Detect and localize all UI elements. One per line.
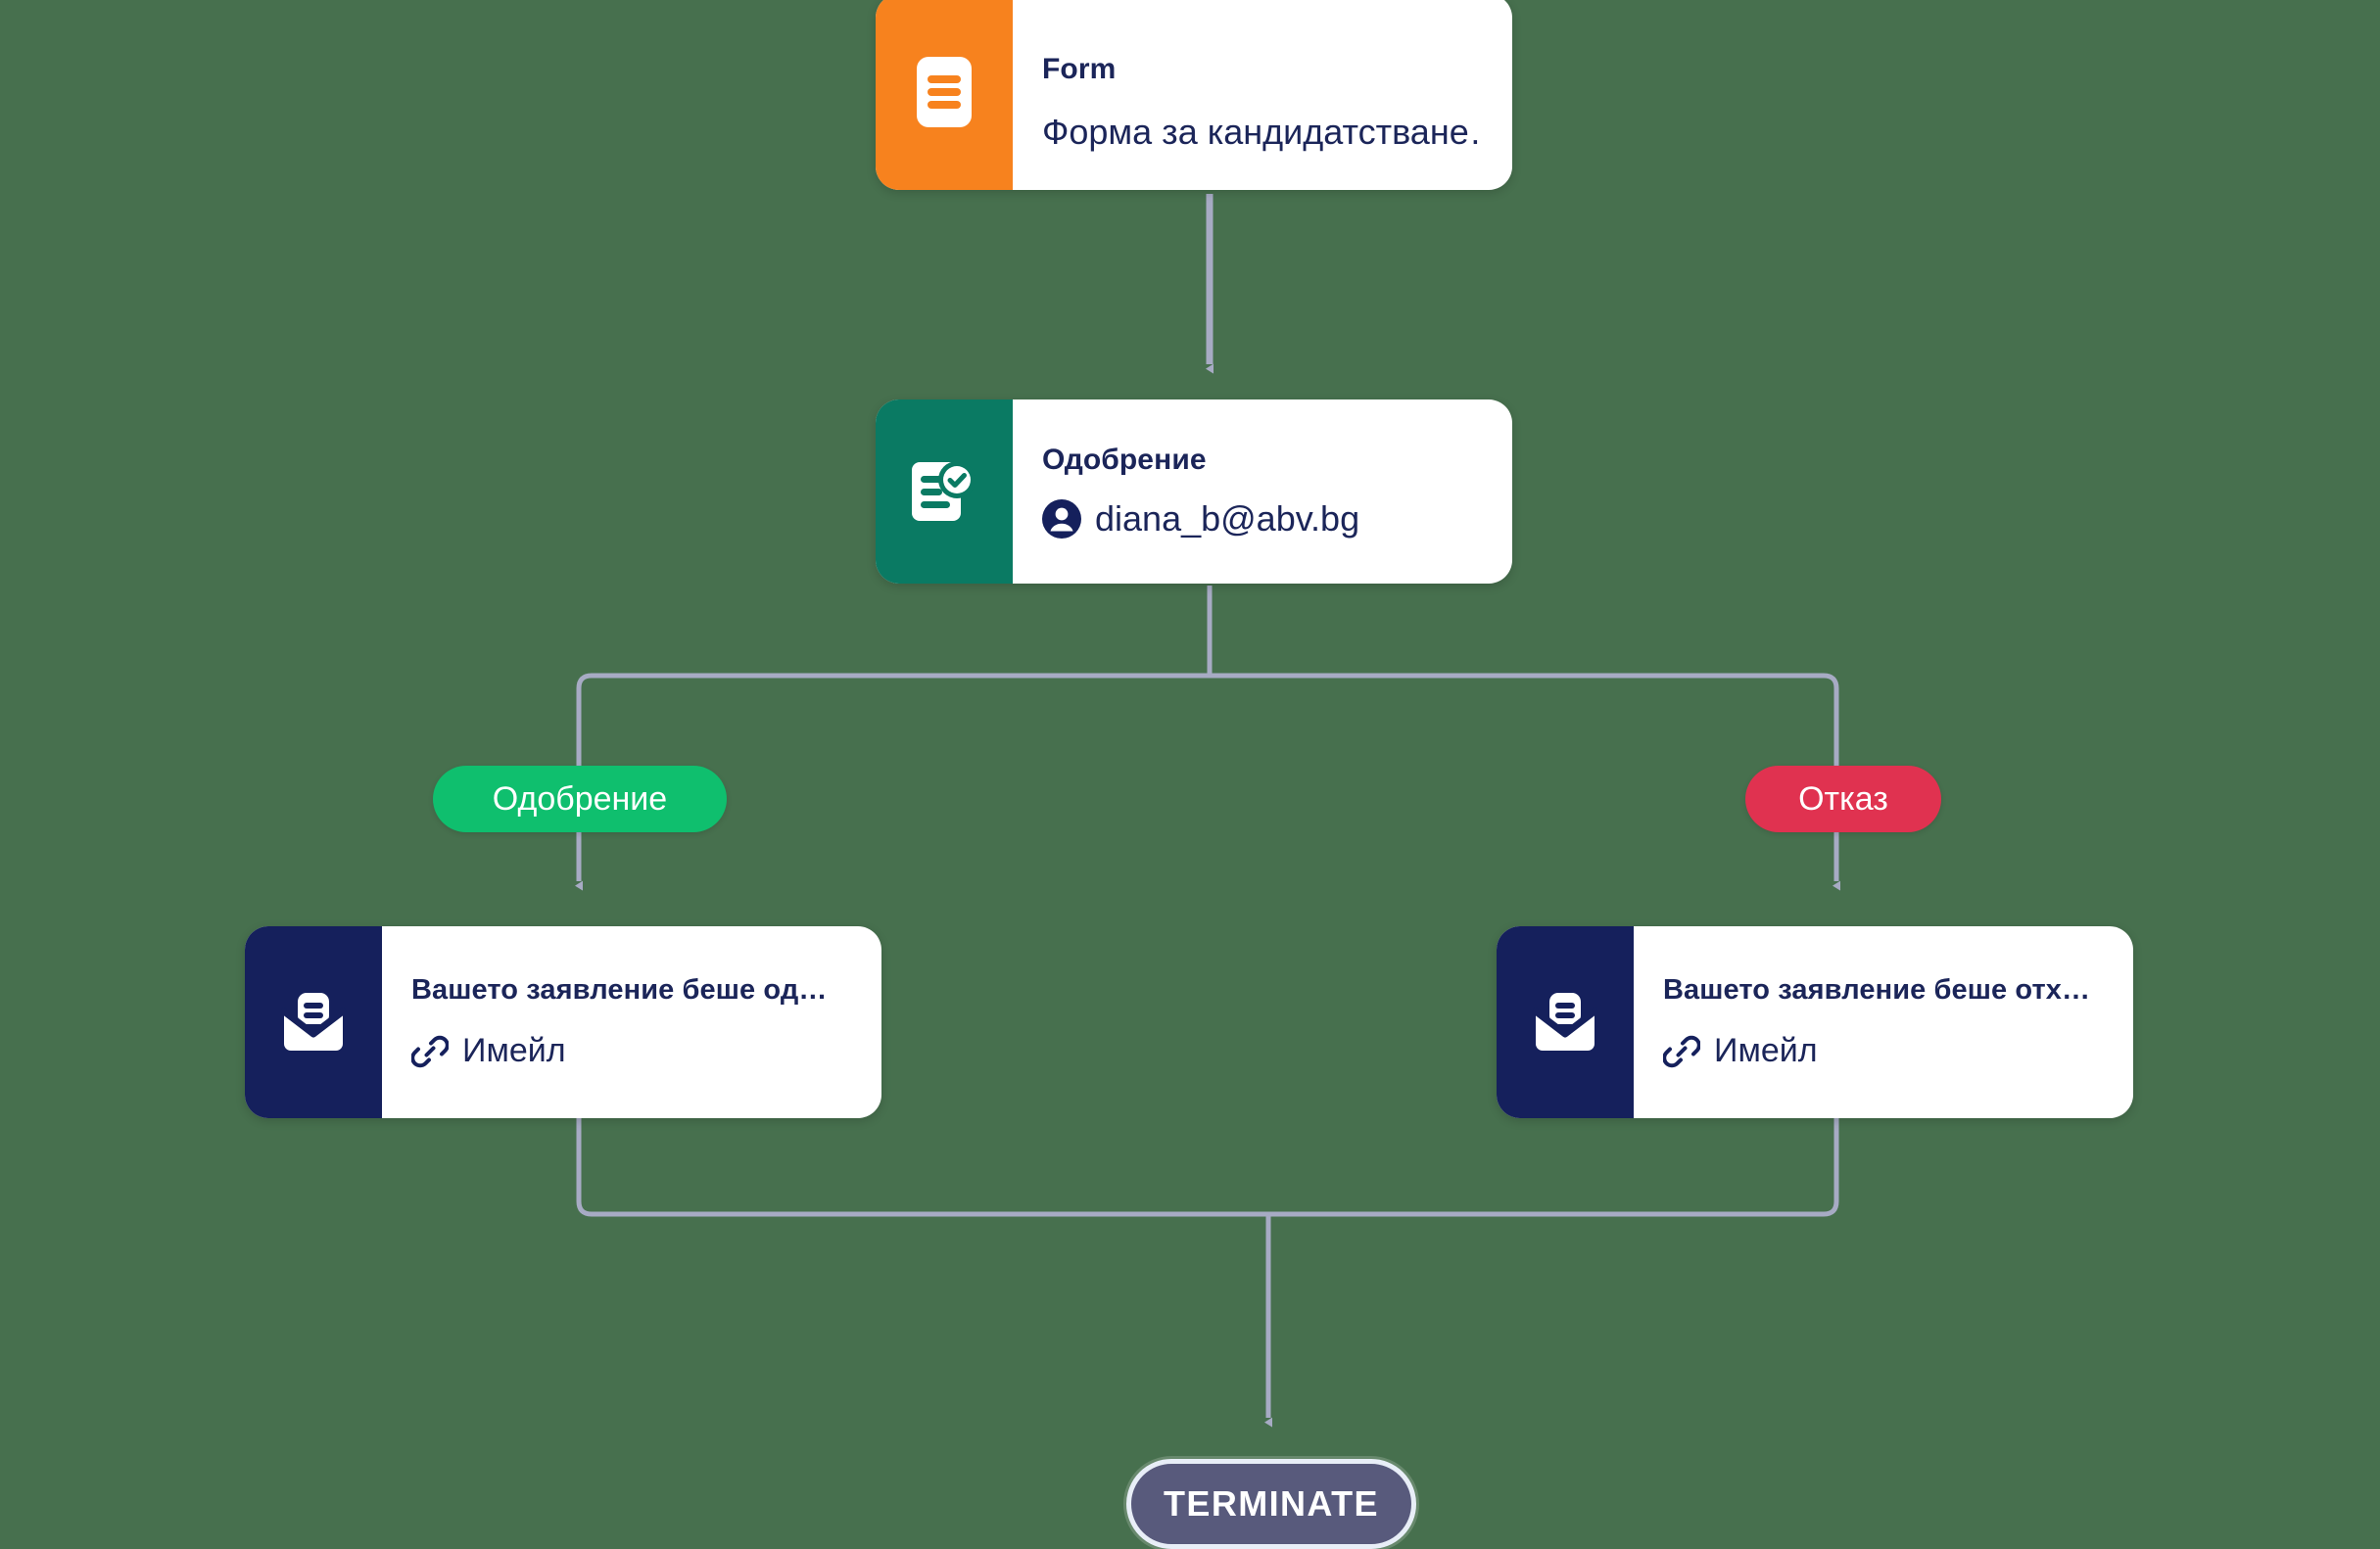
document-lines-icon (917, 57, 972, 127)
form-node-body: Form Форма за кандидатстване… (1013, 0, 1512, 190)
email-rejected-title: Вашето заявление беше отх… (1663, 974, 2091, 1006)
approval-node-subtitle-text: diana_b@abv.bg (1095, 498, 1360, 539)
email-rejected-subtitle: Имейл (1663, 1032, 2106, 1070)
user-avatar-icon (1042, 499, 1081, 539)
email-rejected-subtitle-text: Имейл (1714, 1032, 1818, 1069)
approval-node-accent (876, 399, 1013, 584)
envelope-message-icon (280, 993, 347, 1051)
node-email-rejected[interactable]: Вашето заявление беше отх… Имейл (1497, 926, 2133, 1118)
link-icon (1663, 1033, 1700, 1070)
email-rejected-accent (1497, 926, 1634, 1118)
email-approved-title: Вашето заявление беше од… (411, 974, 828, 1006)
branch-label-approve[interactable]: Одобрение (433, 766, 727, 832)
email-approved-accent (245, 926, 382, 1118)
form-node-subtitle-text: Форма за кандидатстване… (1042, 112, 1485, 152)
approval-node-title: Одобрение (1042, 444, 1207, 476)
email-approved-subtitle: Имейл (411, 1032, 854, 1070)
email-rejected-body: Вашето заявление беше отх… Имейл (1634, 926, 2133, 1118)
edge-merge-right (1268, 1118, 1839, 1217)
edge-split-right (1210, 673, 1840, 891)
node-approval[interactable]: Одобрение diana_b@abv.bg (876, 399, 1512, 584)
approval-document-check-icon (912, 461, 976, 521)
edge-merge-left (576, 1118, 1268, 1217)
node-email-approved[interactable]: Вашето заявление беше од… Имейл (245, 926, 881, 1118)
node-terminate[interactable]: TERMINATE (1126, 1459, 1416, 1549)
form-node-title: Form (1042, 53, 1117, 85)
link-icon (411, 1033, 449, 1070)
approval-node-subtitle: diana_b@abv.bg (1042, 498, 1485, 540)
node-form[interactable]: Form Форма за кандидатстване… (876, 0, 1512, 190)
form-node-subtitle: Форма за кандидатстване… (1042, 112, 1485, 153)
email-approved-body: Вашето заявление беше од… Имейл (382, 926, 881, 1118)
email-approved-subtitle-text: Имейл (462, 1032, 566, 1069)
branch-label-reject[interactable]: Отказ (1745, 766, 1941, 832)
envelope-message-icon (1532, 993, 1598, 1051)
form-node-accent (876, 0, 1013, 190)
approval-node-body: Одобрение diana_b@abv.bg (1013, 399, 1512, 584)
